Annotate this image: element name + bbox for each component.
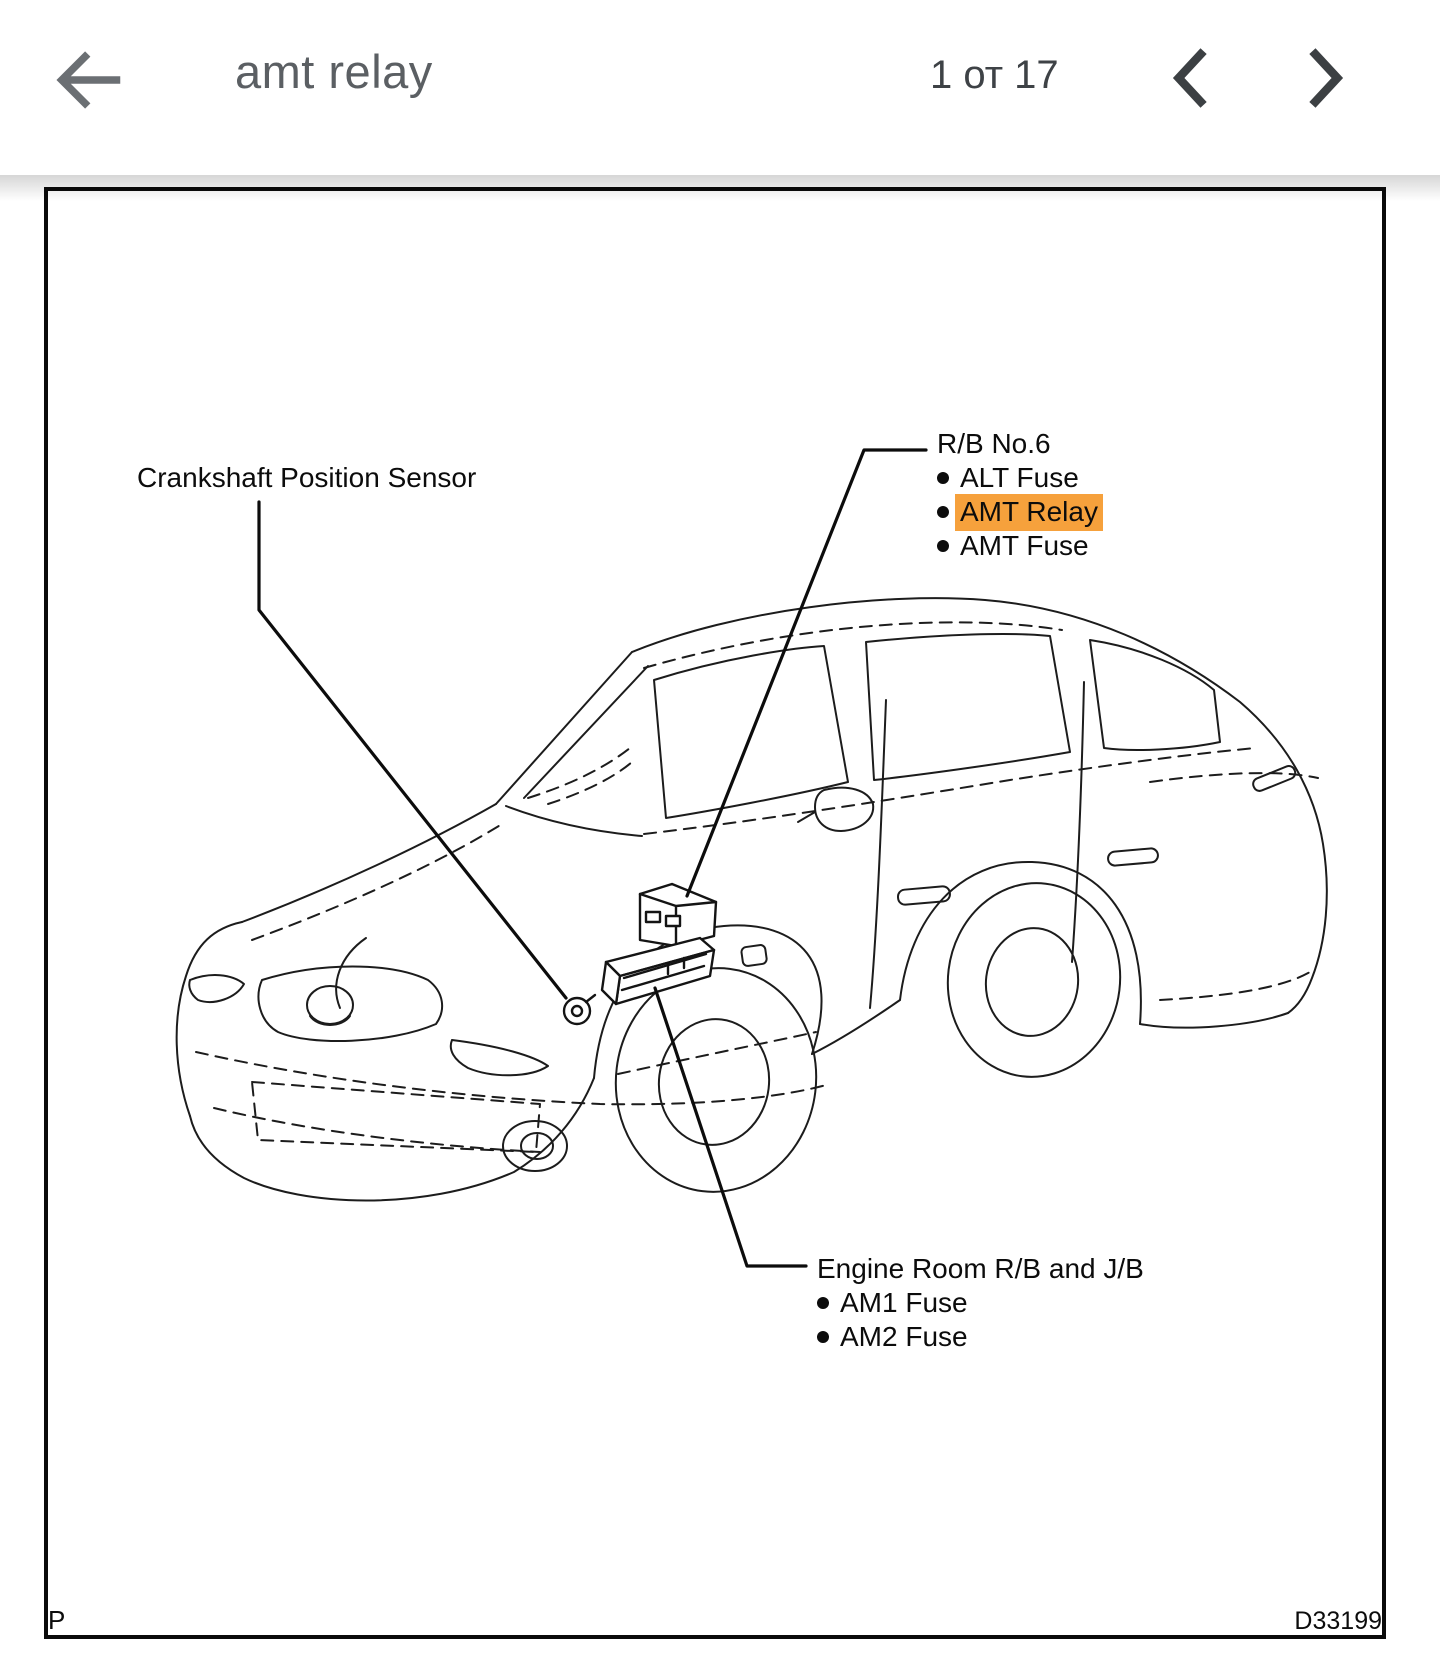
list-item: ALT Fuse: [937, 461, 1098, 495]
page-indicator: 1 от 17: [930, 53, 1059, 97]
chevron-right-icon: [1276, 32, 1376, 124]
previous-result-button[interactable]: [1148, 28, 1248, 128]
back-arrow-icon: [52, 41, 142, 119]
bullet-icon: [817, 1331, 829, 1343]
label-rb-no6-title: R/B No.6: [937, 428, 1051, 459]
page-letter: P: [48, 1605, 66, 1635]
next-result-button[interactable]: [1276, 28, 1376, 128]
search-query-title: amt relay: [235, 45, 433, 98]
bullet-icon: [937, 506, 949, 518]
list-item: AM2 Fuse: [817, 1320, 1144, 1354]
label-crankshaft-position-sensor: Crankshaft Position Sensor: [137, 462, 477, 493]
search-highlight: AMT Relay: [955, 494, 1103, 531]
back-button[interactable]: [52, 36, 142, 124]
list-item-highlighted: AMT Relay: [937, 494, 1103, 531]
label-engine-room-block: Engine Room R/B and J/B AM1 Fuse AM2 Fus…: [817, 1252, 1144, 1354]
bullet-icon: [817, 1297, 829, 1309]
leader-lines: [257, 448, 928, 1268]
label-engine-room-title: Engine Room R/B and J/B: [817, 1253, 1144, 1284]
label-rb-no6-block: R/B No.6 ALT Fuse AMT Relay AMT Fuse: [937, 427, 1103, 563]
bullet-icon: [937, 472, 949, 484]
figure-code: D33199: [1294, 1607, 1382, 1635]
document-page[interactable]: Crankshaft Position Sensor R/B No.6 ALT …: [0, 175, 1440, 1674]
bullet-icon: [937, 540, 949, 552]
chevron-left-icon: [1148, 32, 1248, 124]
list-item: AM1 Fuse: [817, 1286, 1144, 1320]
app-bar: amt relay 1 от 17: [0, 0, 1440, 175]
diagram-border: [44, 187, 1386, 1639]
list-item: AMT Fuse: [937, 529, 1098, 563]
